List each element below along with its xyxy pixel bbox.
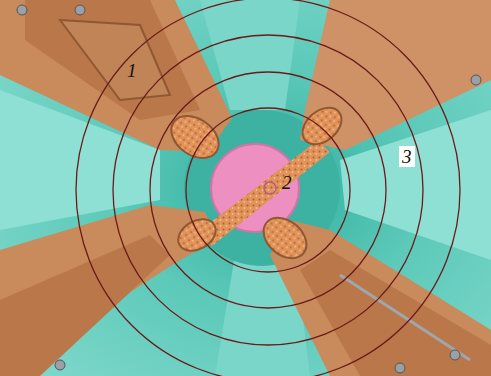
callout-number: 2 — [279, 172, 295, 193]
callout-number: 3 — [399, 146, 415, 167]
callout-number: 1 — [124, 60, 140, 81]
